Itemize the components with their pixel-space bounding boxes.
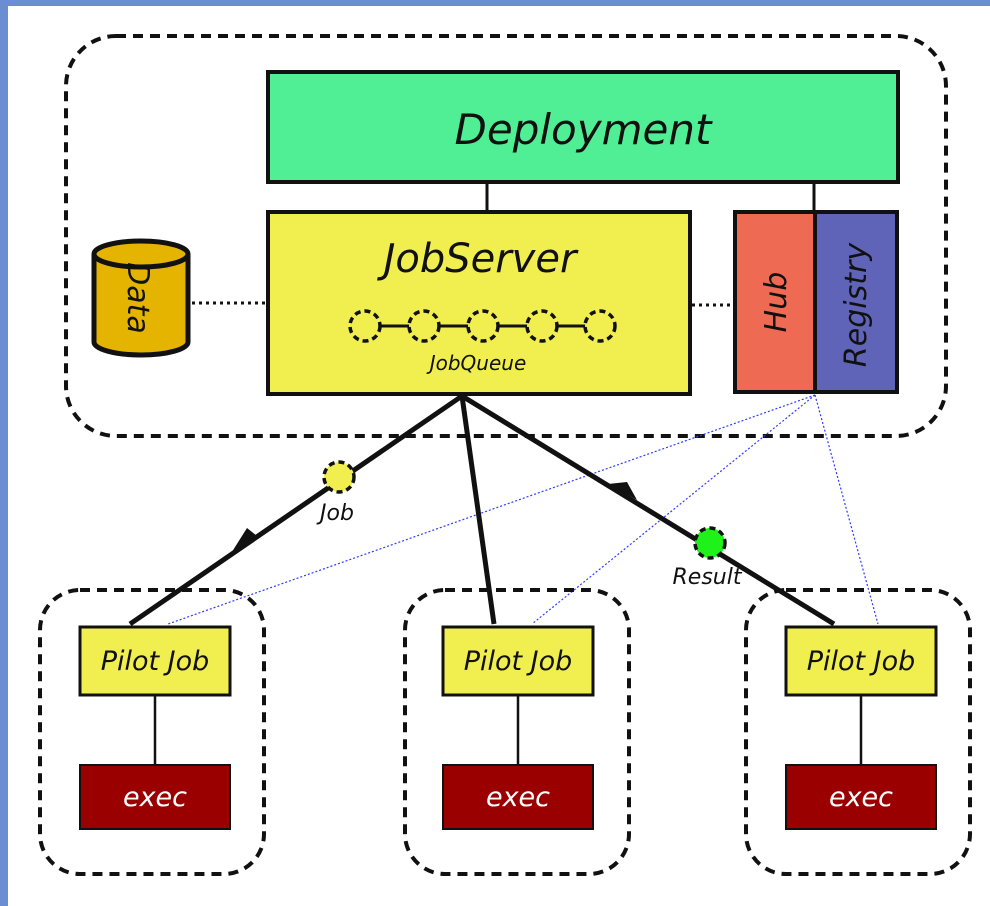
jobqueue-label: JobQueue [426,351,527,375]
pilot-container [403,588,631,876]
result-message: Result [673,526,743,590]
jobserver-pilot-1-line [128,393,464,627]
data-label: Data [120,262,155,334]
registry-link-pilot-2 [531,394,816,625]
queue-slot [348,309,382,343]
exec-box [79,764,231,830]
pilot-job-label: Pilot Job [464,646,573,677]
pilot-container [744,588,972,876]
job-direction-arrow [230,528,257,555]
data-store-cylinder: Data [91,238,191,358]
pilot-node-3: Pilot Job exec [744,588,972,876]
pilot-container [38,588,266,876]
pilot-job-box [78,625,232,697]
job-queue-chain: JobQueue [348,309,617,375]
server-group-container [64,34,948,438]
job-message: Job [316,460,356,526]
queue-slot [407,309,441,343]
hub-label: Hub [759,272,794,333]
result-direction-arrow [608,482,637,500]
frame-top-edge [0,0,990,6]
jobserver-label: JobServer [377,236,579,282]
job-message-label: Job [316,501,354,526]
queue-slot [466,309,500,343]
exec-label: exec [829,782,893,813]
exec-label: exec [123,782,187,813]
queue-slot [525,309,559,343]
pilot-job-label: Pilot Job [807,646,916,677]
pilot-job-label: Pilot Job [101,646,210,677]
result-message-label: Result [673,565,743,590]
jobserver-pilot-3-line [460,393,836,627]
exec-label: exec [486,782,550,813]
registry-box: Registry [813,210,899,394]
pilot-node-1: Pilot Job exec [38,588,266,876]
exec-box [785,764,937,830]
queue-slot [583,309,617,343]
registry-label: Registry [839,242,874,367]
hub-box: Hub [733,210,817,394]
exec-box [442,764,594,830]
deployment-box: Deployment [266,70,900,184]
frame-left-edge [0,0,8,906]
pilot-job-box [784,625,938,697]
jobserver-box: JobServer [266,210,692,396]
deployment-label: Deployment [455,105,713,154]
pilot-node-2: Pilot Job exec [403,588,631,876]
jobserver-pilot-2-line [459,395,497,625]
registry-link-pilot-3 [814,394,879,625]
